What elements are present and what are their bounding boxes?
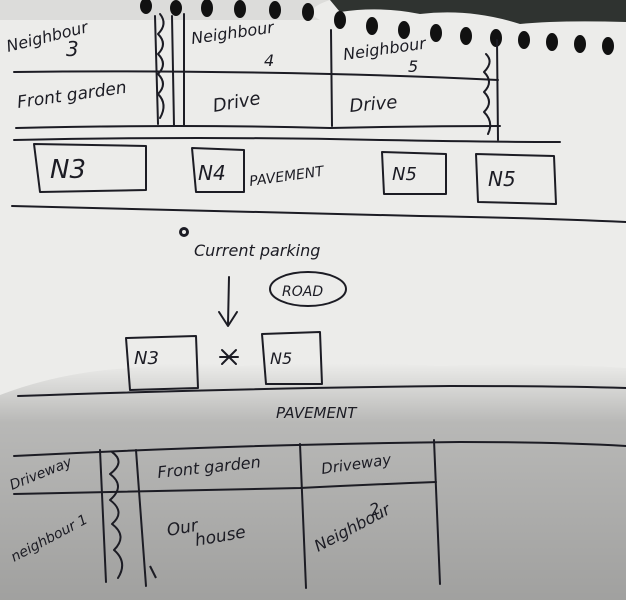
drive-5-label: Drive (349, 92, 399, 117)
bottom-pavement-label: PAVEMENT (276, 404, 358, 422)
spiral-binding (140, 0, 614, 55)
road-label: ROAD (282, 284, 323, 300)
top-property-front-line (15, 125, 501, 129)
road-label-ellipse (269, 271, 347, 307)
top-pavement-edge (13, 137, 561, 143)
car-n3-top: N3 (50, 155, 86, 185)
car-n5-top-a: N5 (392, 164, 417, 185)
current-parking-label: Current parking (194, 241, 320, 260)
bottom-hedge (109, 451, 124, 579)
top-garden-boundary-line (13, 70, 499, 81)
arrow-head (218, 311, 238, 327)
top-hedge-left (157, 13, 165, 119)
bottom-garden-boundary-line (13, 481, 437, 495)
top-kerb-line (11, 205, 626, 223)
top-hedge-right-edge (171, 15, 175, 127)
car-n5-road: N5 (270, 349, 292, 368)
car-n5-top-outline-b (475, 153, 557, 205)
current-parking-pin-icon (179, 227, 189, 237)
top-hedge-left-edge (154, 15, 159, 125)
car-n3-road-outline (125, 335, 199, 391)
top-boundary-4-5 (330, 29, 333, 127)
bottom-hedge-left-edge (99, 449, 107, 583)
bottom-boundary-2-end (433, 439, 441, 585)
bottom-boundary-house-2 (299, 443, 307, 589)
car-n5-road-outline (261, 331, 323, 385)
photo-shadow (0, 363, 626, 600)
carpet-background (330, 0, 626, 24)
car-n4-top: N4 (198, 161, 226, 185)
car-n5-top-b: N5 (488, 167, 516, 191)
ink-lines (11, 13, 626, 589)
car-n4-top-outline (191, 147, 245, 193)
bottom-kerb-line (17, 385, 626, 397)
arrow-shaft (227, 276, 230, 325)
top-hedge-5 (483, 53, 492, 135)
bottom-hedge-right-edge (135, 449, 147, 587)
neighbour-3-number: 3 (66, 37, 79, 61)
neighbour-4-number: 4 (264, 51, 274, 70)
paper-top-edge (0, 0, 330, 20)
car-n3-road: N3 (134, 348, 159, 369)
neighbour-5-number: 5 (408, 57, 418, 76)
top-boundary-5-end (496, 39, 499, 141)
parking-marker-asterisk (219, 349, 239, 365)
bottom-pavement-edge (13, 441, 626, 457)
car-n5-top-outline-a (381, 151, 447, 195)
car-n3-top-outline (33, 143, 147, 193)
stray-pen-mark (149, 565, 157, 579)
